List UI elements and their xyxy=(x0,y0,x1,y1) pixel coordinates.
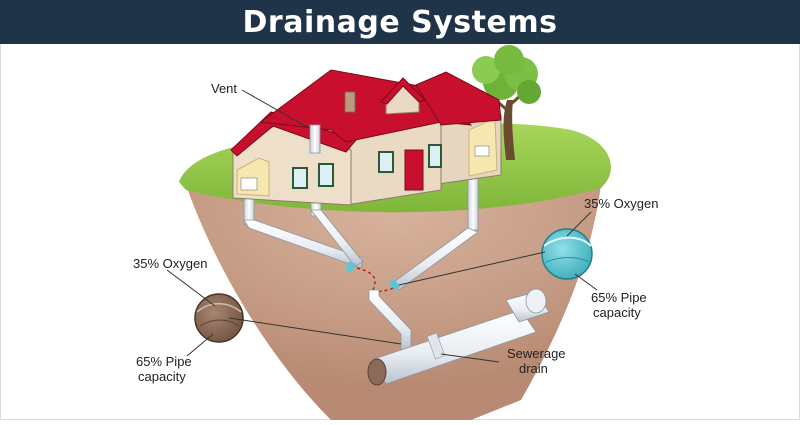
label-left-oxygen: 35% Oxygen xyxy=(133,256,207,271)
label-vent: Vent xyxy=(211,81,237,96)
label-right-capacity-line1: 65% Pipe xyxy=(591,290,647,305)
page-title: Drainage Systems xyxy=(242,4,558,40)
house xyxy=(230,69,502,206)
label-left-capacity-line1: 65% Pipe xyxy=(136,354,192,369)
drainage-diagram: Vent 35% Oxygen 65% Pipe capacity 35% Ox… xyxy=(0,44,800,420)
label-right-capacity-line2: capacity xyxy=(593,305,641,320)
label-sewerage-line2: drain xyxy=(519,361,548,376)
title-bar: Drainage Systems xyxy=(0,0,800,44)
right-water-sample-icon xyxy=(541,228,593,280)
soil-body xyxy=(186,185,601,420)
leader-lines xyxy=(166,89,598,363)
sewer-main xyxy=(367,288,550,386)
tree xyxy=(472,45,541,160)
diagram-svg: Vent 35% Oxygen 65% Pipe capacity 35% Ox… xyxy=(133,45,658,420)
left-soil-sample-icon xyxy=(194,293,244,343)
label-right-oxygen: 35% Oxygen xyxy=(584,196,658,211)
label-sewerage-line1: Sewerage xyxy=(507,346,566,361)
label-left-capacity-line2: capacity xyxy=(138,369,186,384)
